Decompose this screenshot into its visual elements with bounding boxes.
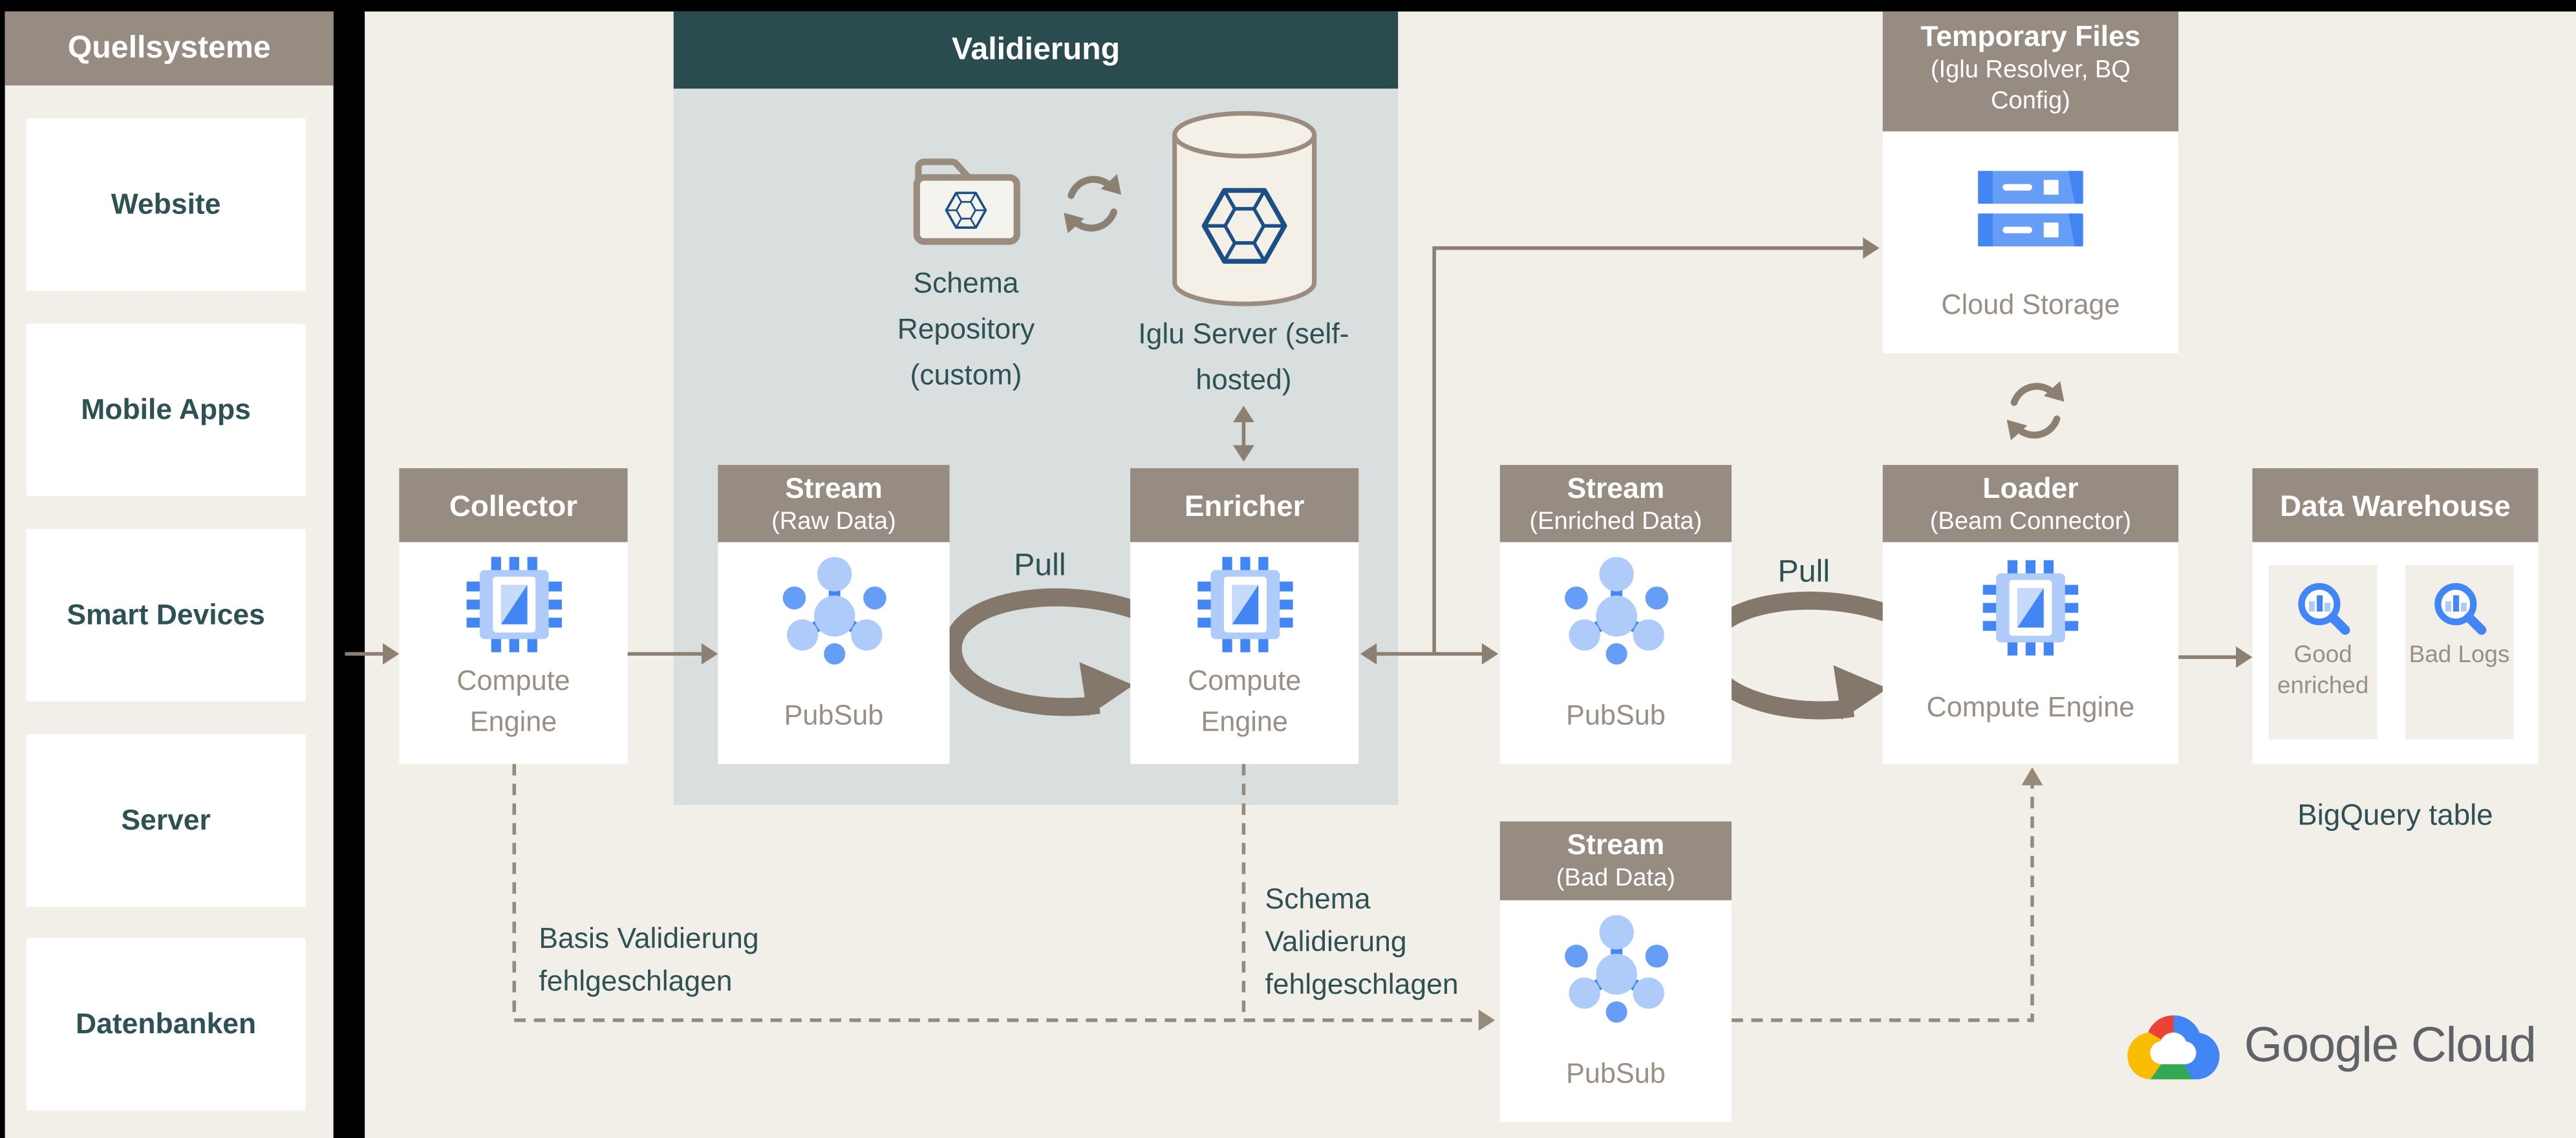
pull-label-1: Pull [1014, 548, 1066, 583]
black-divider [333, 0, 365, 1138]
source-item-datenbanken: Datenbanken [26, 938, 306, 1111]
collector-node: Collector Compute Engine [399, 468, 628, 764]
stream-bad-node: Stream (Bad Data) PubSub [1499, 821, 1732, 1122]
compute-engine-icon [1982, 560, 2079, 656]
pull-arrow-2 [1697, 591, 1889, 720]
dashed-error-lines [512, 764, 2034, 1022]
basis-validation-failed-label: Basis Validierung fehlgeschlagen [539, 921, 759, 998]
source-item-server: Server [26, 734, 306, 907]
collector-title: Collector [449, 488, 578, 522]
cloud-storage-icon [1978, 171, 2083, 247]
google-cloud-wordmark: Google Cloud [2244, 1018, 2537, 1073]
pubsub-icon [1562, 557, 1670, 665]
stream-bad-service-label: PubSub [1566, 1058, 1666, 1090]
enricher-service-label: Compute Engine [1188, 665, 1302, 738]
sync-icon [1999, 374, 2072, 447]
schema-repository-label: Schema Repository (custom) [897, 266, 1035, 391]
temp-files-service-label: Cloud Storage [1941, 289, 2120, 321]
warehouse-table-good: Good enriched [2268, 565, 2377, 740]
bigquery-icon [2430, 578, 2489, 637]
sidebar-title: Quellsysteme [5, 11, 334, 86]
bigquery-caption: BigQuery table [2297, 798, 2493, 832]
enricher-node: Enricher Compute Engine [1130, 468, 1359, 764]
google-cloud-glyph-icon [2123, 1009, 2225, 1084]
pull-label-2: Pull [1777, 555, 1830, 590]
source-item-website: Website [26, 118, 306, 291]
solid-arrowheads [383, 237, 2253, 668]
stream-raw-node: Stream (Raw Data) PubSub [718, 465, 950, 764]
iglu-server-database-icon [1172, 111, 1317, 306]
schema-repository-folder-icon [913, 158, 1020, 245]
warehouse-table-bad: Bad Logs [2405, 565, 2514, 740]
compute-engine-icon [466, 557, 561, 652]
pull-arrow-1 [943, 588, 1137, 716]
stream-enriched-service-label: PubSub [1566, 700, 1666, 731]
stream-raw-service-label: PubSub [784, 700, 884, 731]
bigquery-icon [2293, 578, 2352, 637]
loader-node: Loader (Beam Connector) Compute Engine [1882, 465, 2179, 764]
temp-files-node: Temporary Files (Iglu Resolver, BQ Confi… [1882, 11, 2179, 354]
google-cloud-logo: Google Cloud [2123, 1009, 2537, 1084]
pubsub-icon [1562, 915, 1670, 1024]
source-item-smart-devices: Smart Devices [26, 529, 306, 702]
schema-validation-failed-label: Schema Validierung fehlgeschlagen [1265, 882, 1459, 1001]
collector-service-label: Compute Engine [456, 665, 570, 738]
dashed-arrowheads [1478, 767, 2043, 1031]
enricher-title: Enricher [1184, 488, 1305, 522]
loader-service-label: Compute Engine [1926, 691, 2135, 723]
pubsub-icon [780, 557, 888, 665]
validation-header: Validierung [673, 11, 1399, 89]
stream-enriched-node: Stream (Enriched Data) PubSub [1499, 465, 1732, 764]
compute-engine-icon [1196, 557, 1293, 652]
iglu-server-label: Iglu Server (self-hosted) [1138, 317, 1349, 396]
data-warehouse-node: Data Warehouse Good enriched Bad Logs [2252, 468, 2538, 764]
solid-flow-lines [345, 246, 2238, 660]
warehouse-title: Data Warehouse [2280, 488, 2511, 522]
source-item-mobile-apps: Mobile Apps [26, 323, 306, 497]
